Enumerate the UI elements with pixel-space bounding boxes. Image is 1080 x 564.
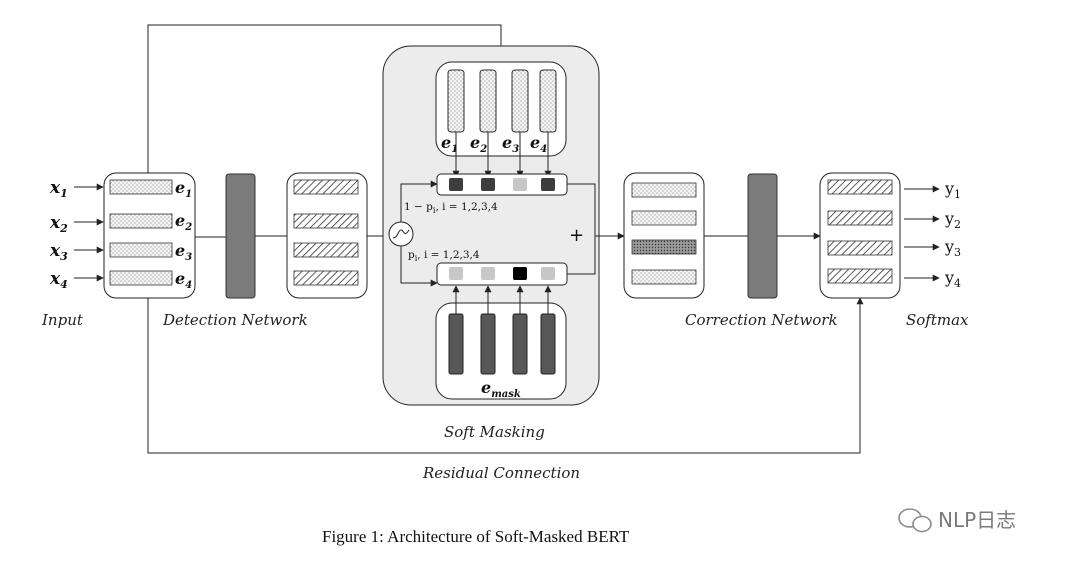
svg-text:y4: y4 <box>944 268 961 290</box>
svg-text:x4: x4 <box>49 269 68 291</box>
watermark-text: NLP日志 <box>938 508 1016 532</box>
top-connection-line <box>147 24 505 173</box>
svg-text:e3: e3 <box>502 133 519 155</box>
emask-label: emask <box>481 378 521 400</box>
mask-embedding-subbox: emask <box>435 302 567 400</box>
correction-network-block <box>747 173 778 299</box>
wechat-icon <box>898 508 932 533</box>
svg-text:e2: e2 <box>470 133 487 155</box>
figure-caption: Figure 1: Architecture of Soft-Masked BE… <box>322 527 630 546</box>
svg-text:e3: e3 <box>175 241 192 263</box>
mask-up-arrows <box>452 285 552 314</box>
svg-text:e4: e4 <box>175 269 192 291</box>
svg-text:x3: x3 <box>49 241 68 263</box>
bottom-weighted-row <box>436 262 568 286</box>
sigmoid-to-bottom-row <box>400 246 438 287</box>
soft-masking-label: Soft Masking <box>444 423 545 441</box>
svg-text:e1: e1 <box>175 178 192 200</box>
input-labels: x1 x2 x3 x4 <box>49 178 68 291</box>
detection-output-box <box>286 172 368 299</box>
output-arrows <box>904 185 940 282</box>
svg-text:e1: e1 <box>441 133 458 155</box>
svg-text:e4: e4 <box>530 133 547 155</box>
correction-input-box <box>623 172 705 299</box>
plus-sign: + <box>569 225 584 246</box>
softmax-label: Softmax <box>906 311 969 329</box>
bottom-weight-label: pi, i = 1,2,3,4 <box>408 249 480 263</box>
top-weight-label: 1 − pi, i = 1,2,3,4 <box>404 201 498 215</box>
detection-network-block <box>225 173 256 299</box>
sigmoid-to-top-row <box>400 180 438 222</box>
embedding-subbox: e1 e2 e3 e4 <box>435 61 567 157</box>
svg-text:x1: x1 <box>49 178 68 200</box>
svg-text:y3: y3 <box>944 237 961 259</box>
residual-connection-line <box>147 297 864 454</box>
correction-network-label: Correction Network <box>685 311 838 329</box>
top-weighted-row <box>436 173 568 196</box>
output-labels: y1 y2 y3 y4 <box>944 179 961 290</box>
svg-text:y2: y2 <box>944 209 961 231</box>
input-label: Input <box>41 311 84 329</box>
input-embedding-box: e1 e2 e3 e4 <box>103 172 196 299</box>
svg-text:x2: x2 <box>49 213 68 235</box>
svg-text:e2: e2 <box>175 211 192 233</box>
embedding-down-arrows <box>452 132 552 178</box>
sigmoid-gate <box>388 221 414 247</box>
residual-connection-label: Residual Connection <box>422 464 580 482</box>
detection-network-label: Detection Network <box>162 311 308 329</box>
merge-line-bottom <box>567 236 596 275</box>
watermark: NLP日志 <box>898 508 1016 533</box>
input-arrows <box>74 183 104 282</box>
merge-line-top <box>567 183 596 236</box>
svg-text:y1: y1 <box>944 179 961 201</box>
softmax-output-box <box>819 172 901 299</box>
